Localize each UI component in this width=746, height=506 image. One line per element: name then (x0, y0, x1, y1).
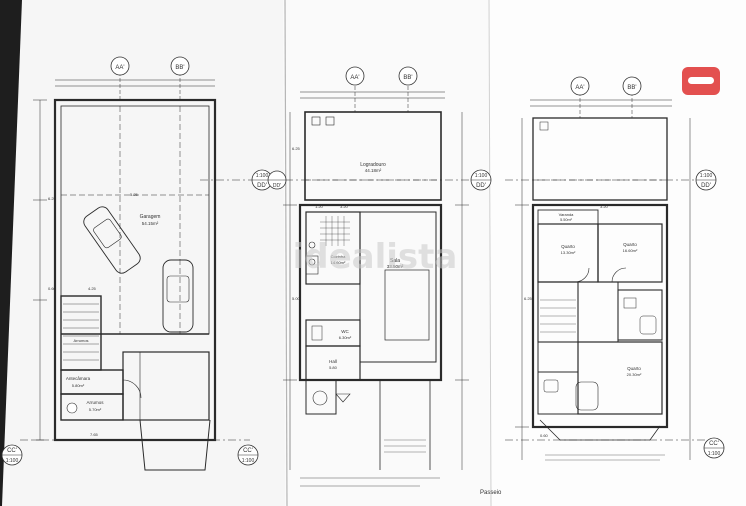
stair-tag (66, 402, 78, 414)
svg-text:CC': CC' (7, 448, 17, 454)
room-label-logradouro: Logradouro (360, 162, 386, 168)
svg-text:BB': BB' (403, 75, 412, 81)
dim-label-4: 4.25 (88, 286, 97, 291)
dim-label-1: 6.25 (48, 196, 57, 201)
room-label-quarto-2: Quarto (623, 242, 637, 247)
room-area-wc: 6.30m² (339, 335, 352, 340)
section-marker-cc-3: CC' 1:100 (703, 437, 725, 459)
svg-text:AA': AA' (350, 75, 359, 81)
room-label-quarto-3: Quarto (627, 366, 641, 371)
dim-label-5: 7.65 (90, 432, 99, 437)
dim-label-p2-2: 5.00 (292, 296, 301, 301)
dim-label-p3-2: 3.20 (600, 204, 609, 209)
room-area-logradouro: 44.18m² (365, 168, 382, 173)
svg-text:1:100: 1:100 (475, 173, 488, 179)
room-area-varanda: 5.50m² (560, 218, 573, 222)
section-marker-dd-3: 1:100 DD' (695, 169, 717, 191)
sheet-left (2, 0, 286, 506)
dim-label-p2-4: 1.20 (315, 204, 324, 209)
room-area-quarto-2: 16.60m² (623, 248, 638, 253)
svg-text:1:100: 1:100 (708, 451, 721, 457)
svg-text:AA': AA' (575, 85, 584, 91)
plan-ground-floor (20, 72, 282, 471)
room-label-arrumos-stair: Arrumos (73, 338, 88, 343)
grid-marker-aa-2: AA' (345, 66, 365, 86)
room-label-wc: WC (341, 329, 349, 334)
section-marker-dd-2: 1:100 DD' (470, 169, 492, 191)
section-marker-cc-mid: CC' 1:100 (237, 444, 259, 466)
room-label-arrumos: Arrumos (86, 400, 104, 405)
sheet-fold-2 (488, 0, 492, 506)
dim-label-3: 5.25 (130, 192, 139, 197)
svg-text:CC': CC' (709, 441, 719, 447)
brand-logo-icon (682, 67, 720, 95)
dim-label-p2-1: 6.25 (292, 146, 301, 151)
label-passeio: Passeio (480, 490, 502, 496)
dim-label-p3-1: 6.25 (524, 296, 533, 301)
svg-text:DD': DD' (273, 183, 281, 189)
plan-first-floor (283, 80, 480, 487)
room-label-hall: Hall (329, 359, 337, 364)
svg-text:CC': CC' (243, 448, 253, 454)
grid-marker-bb-3: BB' (622, 76, 642, 96)
svg-text:1:100: 1:100 (256, 173, 269, 179)
grid-marker-aa: AA' (110, 56, 130, 76)
room-area-garagem: 54.15m² (142, 221, 159, 226)
sheet-right (488, 0, 746, 506)
svg-text:DD': DD' (257, 183, 267, 189)
room-area-sala: 33.50m² (387, 264, 404, 269)
room-label-antecamara: Antecâmara (66, 376, 91, 381)
dim-label-2: 0.60 (48, 286, 57, 291)
room-area-hall: 5.80 (329, 365, 338, 370)
svg-text:1:100: 1:100 (700, 173, 713, 179)
dim-label-p3-3: 0.60 (540, 433, 549, 438)
room-label-quarto-1: Quarto (561, 244, 575, 249)
room-area-quarto-3: 20.30m² (627, 372, 642, 377)
room-label-cozinha: Cozinha (331, 254, 346, 259)
grid-marker-bb: BB' (170, 56, 190, 76)
room-label-sala: Sala (390, 258, 400, 264)
room-label-varanda: Varanda (559, 212, 575, 217)
room-label-garagem: Garagem (140, 214, 161, 220)
svg-text:1:100: 1:100 (6, 458, 19, 464)
plan-second-floor (505, 92, 705, 461)
grid-marker-bb-2: BB' (398, 66, 418, 86)
svg-text:DD': DD' (476, 183, 486, 189)
svg-text:BB': BB' (627, 85, 636, 91)
svg-text:AA': AA' (115, 65, 124, 71)
sheet-fold-1 (284, 0, 288, 506)
room-area-arrumos: 5.70m² (89, 407, 102, 412)
dim-label-p2-3: 3.20 (340, 204, 349, 209)
section-marker-dd-left: 1:100 DD' (251, 169, 273, 191)
section-marker-dd-2-left: DD' (267, 170, 287, 190)
watermark-text: idealista (293, 237, 458, 277)
svg-text:BB': BB' (175, 65, 184, 71)
section-marker-cc-left: CC' 1:100 (1, 444, 23, 466)
room-area-cozinha: 14.60m² (331, 260, 346, 265)
svg-text:1:100: 1:100 (242, 458, 255, 464)
grid-marker-aa-3: AA' (570, 76, 590, 96)
room-area-quarto-1: 13.30m² (561, 250, 576, 255)
room-area-antecamara: 5.80m² (72, 383, 85, 388)
svg-text:DD': DD' (701, 183, 711, 189)
